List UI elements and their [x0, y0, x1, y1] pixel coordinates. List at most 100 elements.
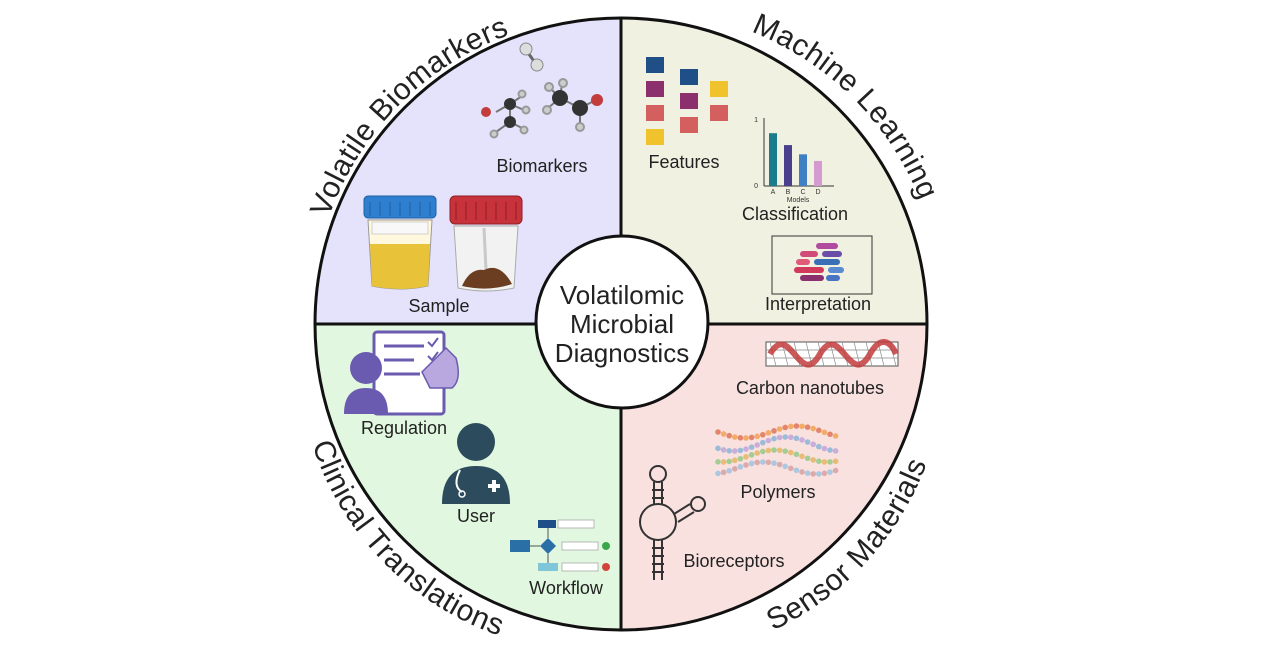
polymer-bead [771, 435, 777, 442]
polymer-bead [726, 448, 732, 454]
polymer-bead [732, 466, 738, 472]
polymer-bead [737, 447, 744, 454]
polymer-bead [788, 449, 794, 456]
polymer-bead [743, 435, 749, 441]
polymer-chains-icon [715, 423, 839, 477]
polymer-bead [827, 431, 833, 438]
regulation-icon [344, 330, 459, 416]
polymer-bead [765, 447, 772, 454]
polymer-bead [788, 434, 794, 441]
polymer-bead [771, 447, 777, 453]
mini-chart-x-tick: D [815, 189, 820, 196]
polymer-bead [799, 469, 805, 475]
molecule-icon-small [519, 42, 544, 72]
polymer-bead [748, 444, 755, 451]
center-title-line-1: Volatilomic [560, 280, 684, 310]
polymer-bead [827, 469, 833, 475]
polymer-bead [771, 460, 777, 466]
polymer-bead [804, 470, 811, 477]
mini-chart-x-tick: C [800, 189, 805, 196]
polymer-bead [832, 433, 839, 439]
center-title-line-2: Microbial [570, 309, 674, 339]
label-classification: Classification [742, 204, 848, 224]
polymer-bead [748, 460, 755, 467]
polymer-bead [760, 459, 766, 465]
mini-chart-bar [784, 145, 792, 186]
label-user: User [457, 506, 495, 526]
center-title-line-3: Diagnostics [555, 338, 689, 368]
polymer-bead [754, 450, 760, 456]
polymer-bead [726, 458, 732, 465]
polymer-bead [726, 432, 732, 439]
mini-chart-x-tick: A [771, 189, 776, 196]
polymer-bead [782, 434, 788, 440]
mini-chart-bar [799, 154, 807, 186]
polymer-bead [720, 469, 727, 476]
polymer-bead [743, 446, 749, 452]
polymer-bead [715, 445, 721, 452]
molecule-icon-acetaldehyde [542, 78, 603, 132]
polymer-bead [754, 442, 760, 448]
mini-chart-bar [814, 160, 822, 186]
polymer-bead [732, 448, 738, 454]
polymer-bead [720, 459, 727, 465]
polymer-bead [737, 435, 744, 441]
polymer-bead [804, 439, 811, 445]
label-carbon-nanotubes: Carbon nanotubes [736, 378, 884, 398]
polymer-bead [754, 433, 760, 440]
polymer-bead [799, 423, 805, 430]
polymer-bead [760, 448, 766, 455]
polymer-bead [799, 437, 805, 443]
stool-sample-cup-icon [449, 195, 523, 292]
polymer-bead [782, 463, 788, 470]
polymer-bead [748, 452, 755, 458]
polymer-bead [760, 431, 766, 438]
polymer-bead [737, 455, 744, 462]
label-bioreceptors: Bioreceptors [683, 551, 784, 571]
polymer-bead [832, 448, 839, 454]
polymer-bead [776, 426, 783, 432]
polymer-bead [720, 431, 727, 437]
polymer-bead [810, 441, 816, 448]
polymer-bead [760, 439, 766, 446]
polymer-bead [821, 470, 828, 477]
urine-sample-cup-icon [363, 195, 437, 290]
mini-chart-y-tick: 0 [754, 183, 758, 190]
polymer-bead [793, 467, 800, 474]
polymer-bead [754, 459, 760, 466]
feature-squares-icon [646, 57, 728, 145]
polymer-bead [771, 428, 777, 434]
polymer-bead [715, 459, 721, 465]
polymer-bead [782, 424, 788, 431]
polymer-bead [726, 467, 732, 474]
mini-chart-y-tick: 1 [754, 117, 758, 124]
polymer-bead [776, 461, 783, 468]
polymer-bead [765, 459, 772, 466]
polymer-bead [799, 453, 805, 460]
label-workflow: Workflow [529, 578, 604, 598]
polymer-bead [827, 447, 833, 453]
polymer-bead [765, 437, 772, 444]
polymer-bead [810, 457, 816, 463]
polymer-bead [816, 458, 822, 465]
polymer-bead [827, 459, 833, 465]
polymer-bead [816, 427, 822, 434]
polymer-bead [821, 429, 828, 436]
polymer-bead [793, 423, 800, 429]
polymer-bead [748, 434, 755, 441]
polymer-bead [821, 445, 828, 452]
center-circle [534, 234, 710, 410]
workflow-icon [510, 519, 610, 572]
polymer-bead [832, 458, 839, 465]
polymer-bead [732, 457, 738, 464]
label-interpretation: Interpretation [765, 294, 871, 314]
polymer-bead [793, 451, 800, 458]
polymer-bead [765, 430, 772, 436]
polymer-bead [743, 454, 749, 460]
polymer-bead [816, 471, 822, 477]
polymer-bead [720, 447, 727, 453]
mini-chart-x-tick: B [786, 189, 791, 196]
